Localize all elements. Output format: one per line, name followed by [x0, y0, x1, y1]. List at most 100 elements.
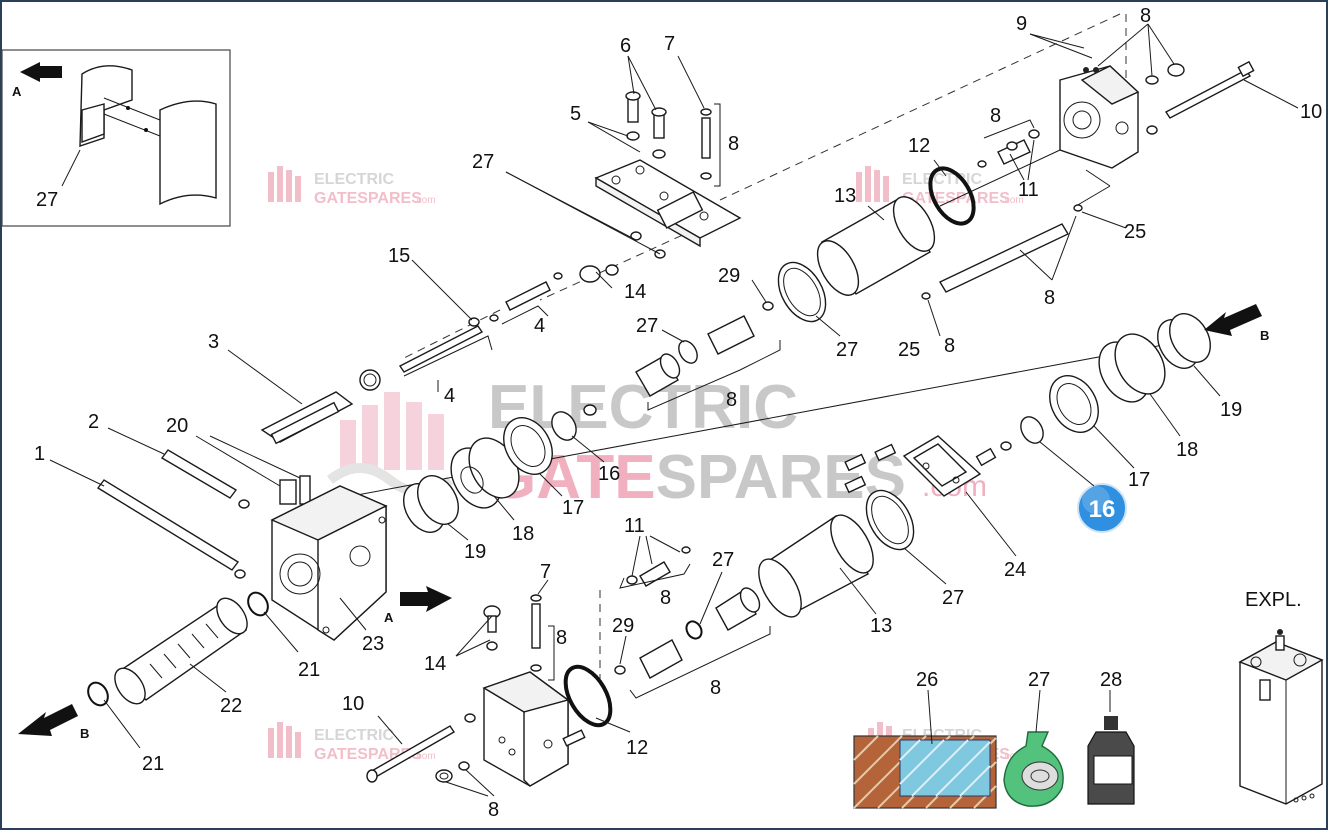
arrow-a-icon	[20, 62, 62, 82]
callout-21-a: 21	[298, 659, 320, 681]
part-oring-12-bottom	[563, 664, 613, 728]
part-tube-13-top	[816, 196, 936, 296]
callout-14-a: 14	[624, 281, 646, 303]
svg-text:A: A	[384, 610, 394, 625]
watermark-small-2: ELECTRIC GATESPARES .com	[856, 166, 1024, 207]
callout-7-b: 7	[540, 561, 551, 583]
svg-text:B: B	[1260, 328, 1269, 343]
callout-27-f: 27	[1028, 669, 1050, 691]
part-end-block-top	[1059, 63, 1185, 169]
part-oring-12-top	[928, 166, 976, 226]
svg-text:ELECTRIC: ELECTRIC	[314, 171, 394, 188]
callout-25-b: 25	[898, 339, 920, 361]
callout-27-e: 27	[712, 549, 734, 571]
part-shaft-4	[489, 272, 563, 322]
part-oring-27-lower	[865, 489, 915, 551]
part-screws-5-6	[625, 91, 667, 159]
part-piston-upper	[635, 301, 774, 397]
callout-18-a: 18	[512, 523, 534, 545]
part-end-block-bottom	[482, 671, 586, 787]
badge-label: 16	[1089, 496, 1116, 523]
svg-text:B: B	[80, 726, 89, 741]
part-oring-21-b	[87, 681, 109, 707]
svg-text:.com: .com	[414, 195, 436, 206]
svg-text:ELECTRIC: ELECTRIC	[902, 171, 982, 188]
part-rod-10-top	[1164, 60, 1255, 119]
part-grip-22	[114, 597, 248, 705]
callout-12-b: 12	[626, 737, 648, 759]
part-bracket-20	[279, 475, 311, 505]
part-cap-18-left	[450, 437, 520, 509]
callout-12-a: 12	[908, 135, 930, 157]
part-cap-18-right	[1098, 333, 1166, 403]
callout-26: 26	[916, 669, 938, 691]
callout-29-b: 29	[612, 615, 634, 637]
part-screws-24	[844, 443, 897, 494]
part-rod-10-bottom	[366, 713, 476, 783]
callout-21-b: 21	[142, 753, 164, 775]
part-rod-1	[96, 479, 246, 579]
svg-text:GATESPARES: GATESPARES	[314, 190, 422, 207]
part-valve-plate	[594, 159, 742, 248]
callout-27-c: 27	[836, 339, 858, 361]
callout-23: 23	[362, 633, 384, 655]
svg-text:ELECTRIC: ELECTRIC	[314, 727, 394, 744]
part-piston-lower	[614, 587, 761, 679]
callout-8-h: 8	[556, 627, 567, 649]
callouts: 1 2 3 4 4 5 6 7 7 8 8 8 8 8 8 8 8 8 8 9 …	[34, 5, 1322, 821]
callout-8-a: 8	[728, 133, 739, 155]
callout-19-a: 19	[464, 541, 486, 563]
callout-24: 24	[1004, 559, 1026, 581]
callout-5: 5	[570, 103, 581, 125]
callout-8-f: 8	[726, 389, 737, 411]
callout-4-a: 4	[534, 315, 545, 337]
part-knob-14-top	[579, 231, 666, 283]
arrow-a-right-icon: A	[384, 586, 452, 625]
callout-4-b: 4	[444, 385, 455, 407]
part-check-valve-11-top	[977, 129, 1040, 168]
callout-10-b: 10	[342, 693, 364, 715]
part-oring-27-mid	[777, 261, 827, 323]
leader-lines	[49, 23, 1299, 797]
part-gear-3	[260, 369, 381, 445]
callout-8-j: 8	[488, 799, 499, 821]
svg-text:.com: .com	[414, 751, 436, 762]
inset-box: A 27	[1, 49, 231, 227]
callout-11-a: 11	[1018, 179, 1039, 201]
callout-19-b: 19	[1220, 399, 1242, 421]
part-ring-19-right	[1157, 313, 1211, 369]
part-seal-bag-27	[1003, 731, 1064, 807]
part-washers-8-bottom	[435, 761, 470, 783]
svg-text:A: A	[12, 84, 22, 99]
arrow-b-right-icon: B	[1204, 304, 1269, 343]
callout-13-a: 13	[834, 185, 856, 207]
callout-18-b: 18	[1176, 439, 1198, 461]
callout-14-b: 14	[424, 653, 446, 675]
watermark-small-3: ELECTRIC GATESPARES .com	[268, 722, 436, 763]
part-valve-7-top	[700, 108, 712, 180]
part-ring-19-left	[403, 475, 459, 533]
callout-2: 2	[88, 411, 99, 433]
callout-15: 15	[388, 245, 410, 267]
callout-13-b: 13	[870, 615, 892, 637]
callout-inset-27: 27	[36, 189, 58, 211]
callout-25-a: 25	[1124, 221, 1146, 243]
part-valve-7-lower	[530, 594, 542, 672]
part-knob-14-lower	[483, 605, 501, 651]
callout-8-c: 8	[990, 105, 1001, 127]
part-ring-17-right	[1049, 375, 1099, 433]
part-oil-bottle-28	[1087, 716, 1135, 805]
callout-8-d: 8	[1044, 287, 1055, 309]
callout-17-a: 17	[562, 497, 584, 519]
part-tube-13-bottom	[758, 514, 874, 618]
callout-7-a: 7	[664, 33, 675, 55]
callout-17-b: 17	[1128, 469, 1150, 491]
callout-16: 16	[598, 463, 620, 485]
part-rod-2	[160, 449, 250, 509]
callout-27-a: 27	[472, 151, 494, 173]
callout-20: 20	[166, 415, 188, 437]
part-ring-17-left	[503, 417, 553, 475]
callout-8-b: 8	[1140, 5, 1151, 27]
